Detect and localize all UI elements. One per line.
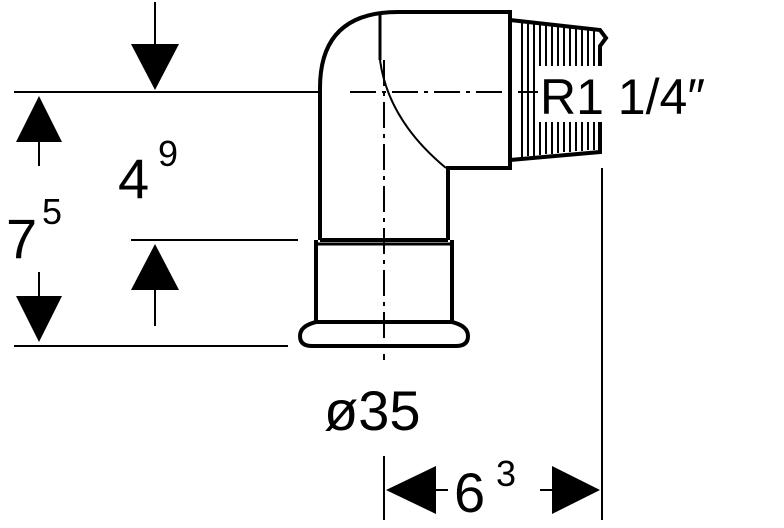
diameter-label: ø35: [324, 379, 421, 442]
inner-height-base: 4: [118, 147, 149, 210]
outer-height-base: 7: [6, 207, 37, 270]
arrow-down-top: [131, 44, 179, 90]
arrow-right-width: [552, 466, 600, 514]
elbow-fitting: [297, 10, 609, 348]
arrow-down-outer: [16, 296, 62, 342]
inner-height-exp: 9: [158, 133, 178, 174]
arrow-left-width: [386, 466, 436, 514]
thread-label-bg: [538, 66, 782, 122]
outer-height-exp: 5: [42, 191, 62, 232]
width-exp: 3: [496, 453, 516, 494]
arrow-up-inner: [131, 244, 179, 290]
thread-label: R1 1/4″: [540, 69, 705, 125]
width-base: 6: [454, 461, 485, 524]
arrow-up-outer: [16, 96, 62, 142]
